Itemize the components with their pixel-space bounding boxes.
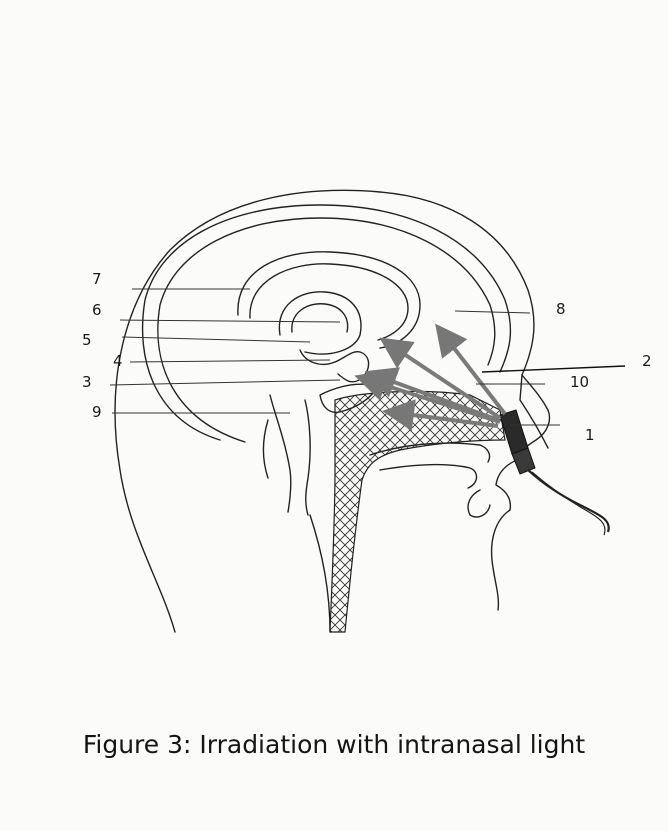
mouth-inner	[468, 490, 490, 517]
ventricle	[279, 292, 361, 354]
label-9: 9	[92, 405, 102, 420]
label-2: 2	[642, 354, 652, 369]
label-8: 8	[556, 302, 566, 317]
leader-2	[482, 366, 625, 372]
thalamus	[292, 304, 348, 332]
face-lower	[492, 510, 510, 610]
figure-caption: Figure 3: Irradiation with intranasal li…	[0, 730, 668, 759]
leader-5	[122, 337, 310, 342]
label-1: 1	[585, 428, 595, 443]
corpus-callosum-inner	[250, 264, 408, 340]
neck-front	[310, 515, 330, 632]
oral-cavity	[380, 465, 477, 488]
label-7: 7	[92, 272, 102, 287]
label-10: 10	[570, 375, 589, 390]
nasal-cavity-hatch	[330, 391, 505, 632]
spinal-front	[305, 400, 310, 515]
label-3: 3	[82, 375, 92, 390]
neck-back	[264, 420, 269, 478]
leader-6	[120, 320, 340, 322]
hypothalamus-region	[300, 350, 369, 382]
label-5: 5	[82, 333, 92, 348]
leader-3	[110, 380, 340, 385]
leader-4	[130, 360, 330, 362]
label-6: 6	[92, 303, 102, 318]
label-4: 4	[113, 354, 123, 369]
